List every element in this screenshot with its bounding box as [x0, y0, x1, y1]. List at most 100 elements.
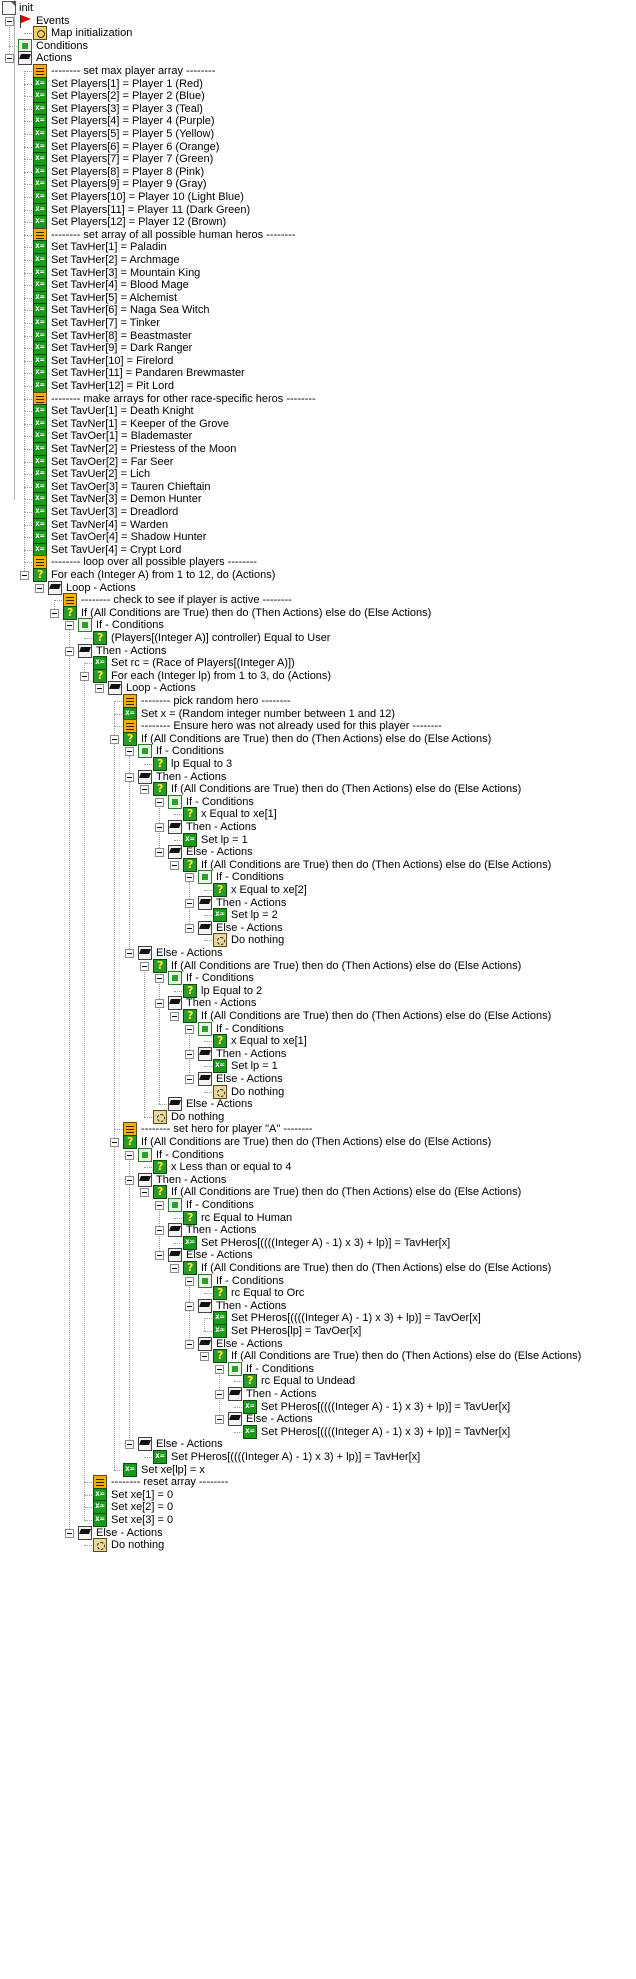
- tree-node-label[interactable]: Set PHeros[((((Integer A) - 1) x 3) + lp…: [231, 1312, 481, 1324]
- tree-node-label[interactable]: Else - Actions: [246, 1413, 313, 1425]
- collapse-toggle-icon[interactable]: [125, 949, 134, 958]
- collapse-toggle-icon[interactable]: [185, 873, 194, 882]
- tree-node-label[interactable]: If (All Conditions are True) then do (Th…: [171, 960, 522, 972]
- collapse-toggle-icon[interactable]: [140, 962, 149, 971]
- tree-node-label[interactable]: Set TavHer[9] = Dark Ranger: [51, 342, 193, 354]
- tree-node-label[interactable]: rc Equal to Undead: [261, 1375, 356, 1387]
- tree-node-label[interactable]: Conditions: [36, 40, 88, 52]
- tree-node-label[interactable]: Set rc = (Race of Players[(Integer A)]): [111, 657, 295, 669]
- tree-node-label[interactable]: rc Equal to Orc: [231, 1287, 305, 1299]
- tree-node-label[interactable]: lp Equal to 3: [171, 758, 233, 770]
- tree-node-label[interactable]: Set TavNer[4] = Warden: [51, 519, 169, 531]
- tree-node-label[interactable]: Else - Actions: [216, 922, 283, 934]
- collapse-toggle-icon[interactable]: [125, 773, 134, 782]
- tree-node-label[interactable]: Set TavHer[11] = Pandaren Brewmaster: [51, 367, 245, 379]
- tree-node-label[interactable]: Then - Actions: [156, 1174, 227, 1186]
- tree-node-label[interactable]: -------- loop over all possible players …: [51, 556, 257, 568]
- tree-node-label[interactable]: Else - Actions: [186, 846, 253, 858]
- tree-node-label[interactable]: Set TavOer[3] = Tauren Chieftain: [51, 481, 211, 493]
- tree-node-label[interactable]: Else - Actions: [156, 947, 223, 959]
- tree-node-label[interactable]: Set Players[1] = Player 1 (Red): [51, 78, 203, 90]
- tree-node-label[interactable]: If - Conditions: [156, 1149, 224, 1161]
- tree-node-label[interactable]: -------- make arrays for other race-spec…: [51, 393, 316, 405]
- tree-node-label[interactable]: If - Conditions: [186, 796, 254, 808]
- tree-node-label[interactable]: Set TavHer[7] = Tinker: [51, 317, 160, 329]
- tree-node-label[interactable]: If - Conditions: [246, 1363, 314, 1375]
- tree-node-label[interactable]: Loop - Actions: [126, 682, 196, 694]
- tree-node-label[interactable]: Set TavHer[4] = Blood Mage: [51, 279, 189, 291]
- collapse-toggle-icon[interactable]: [50, 609, 59, 618]
- tree-node-label[interactable]: Set lp = 1: [201, 834, 248, 846]
- tree-node-label[interactable]: Then - Actions: [216, 1300, 287, 1312]
- tree-node-label[interactable]: Set Players[10] = Player 10 (Light Blue): [51, 191, 244, 203]
- collapse-toggle-icon[interactable]: [65, 621, 74, 630]
- tree-node-label[interactable]: Else - Actions: [216, 1338, 283, 1350]
- collapse-toggle-icon[interactable]: [185, 899, 194, 908]
- collapse-toggle-icon[interactable]: [155, 974, 164, 983]
- collapse-toggle-icon[interactable]: [125, 1440, 134, 1449]
- tree-node-label[interactable]: If - Conditions: [186, 1199, 254, 1211]
- tree-node-label[interactable]: Set TavHer[10] = Firelord: [51, 355, 174, 367]
- tree-node-label[interactable]: If - Conditions: [216, 1275, 284, 1287]
- tree-node-label[interactable]: Set TavNer[2] = Priestess of the Moon: [51, 443, 237, 455]
- collapse-toggle-icon[interactable]: [110, 735, 119, 744]
- tree-node-label[interactable]: Set Players[3] = Player 3 (Teal): [51, 103, 203, 115]
- collapse-toggle-icon[interactable]: [215, 1415, 224, 1424]
- tree-node-label[interactable]: Set xe[3] = 0: [111, 1514, 174, 1526]
- collapse-toggle-icon[interactable]: [35, 584, 44, 593]
- tree-node-label[interactable]: Set Players[8] = Player 8 (Pink): [51, 166, 205, 178]
- tree-node-label[interactable]: Set TavHer[8] = Beastmaster: [51, 330, 192, 342]
- collapse-toggle-icon[interactable]: [140, 785, 149, 794]
- tree-node-label[interactable]: If - Conditions: [216, 871, 284, 883]
- collapse-toggle-icon[interactable]: [185, 1025, 194, 1034]
- collapse-toggle-icon[interactable]: [185, 1340, 194, 1349]
- tree-node-label[interactable]: Set Players[5] = Player 5 (Yellow): [51, 128, 215, 140]
- trigger-name[interactable]: init: [19, 2, 34, 14]
- tree-node-label[interactable]: Then - Actions: [246, 1388, 317, 1400]
- tree-node-label[interactable]: Then - Actions: [186, 1224, 257, 1236]
- collapse-toggle-icon[interactable]: [5, 17, 14, 26]
- collapse-toggle-icon[interactable]: [200, 1352, 209, 1361]
- tree-node-label[interactable]: Set xe[lp] = x: [141, 1464, 205, 1476]
- tree-node-label[interactable]: Set TavUer[4] = Crypt Lord: [51, 544, 182, 556]
- tree-node-label[interactable]: Set PHeros[((((Integer A) - 1) x 3) + lp…: [261, 1401, 511, 1413]
- tree-node-label[interactable]: Set x = (Random integer number between 1…: [141, 708, 396, 720]
- collapse-toggle-icon[interactable]: [20, 571, 29, 580]
- collapse-toggle-icon[interactable]: [155, 823, 164, 832]
- tree-node-label[interactable]: Set TavHer[3] = Mountain King: [51, 267, 201, 279]
- tree-node-label[interactable]: Set TavHer[2] = Archmage: [51, 254, 180, 266]
- tree-node-label[interactable]: Do nothing: [231, 1086, 285, 1098]
- tree-node-label[interactable]: Set TavOer[4] = Shadow Hunter: [51, 531, 207, 543]
- tree-node-label[interactable]: If (All Conditions are True) then do (Th…: [141, 1136, 492, 1148]
- collapse-toggle-icon[interactable]: [125, 1176, 134, 1185]
- tree-node-label[interactable]: Set TavOer[1] = Blademaster: [51, 430, 193, 442]
- tree-node-label[interactable]: If - Conditions: [216, 1023, 284, 1035]
- collapse-toggle-icon[interactable]: [125, 1151, 134, 1160]
- tree-node-label[interactable]: Set TavUer[1] = Death Knight: [51, 405, 194, 417]
- tree-node-label[interactable]: -------- pick random hero --------: [141, 695, 291, 707]
- tree-node-label[interactable]: Do nothing: [231, 934, 285, 946]
- tree-node-label[interactable]: x Equal to xe[1]: [231, 1035, 307, 1047]
- tree-node-label[interactable]: For each (Integer lp) from 1 to 3, do (A…: [111, 670, 332, 682]
- tree-node-label[interactable]: Set Players[7] = Player 7 (Green): [51, 153, 214, 165]
- collapse-toggle-icon[interactable]: [185, 924, 194, 933]
- tree-node-label[interactable]: rc Equal to Human: [201, 1212, 293, 1224]
- collapse-toggle-icon[interactable]: [155, 999, 164, 1008]
- collapse-toggle-icon[interactable]: [125, 747, 134, 756]
- collapse-toggle-icon[interactable]: [140, 1188, 149, 1197]
- tree-node-label[interactable]: Else - Actions: [216, 1073, 283, 1085]
- collapse-toggle-icon[interactable]: [170, 1012, 179, 1021]
- tree-node-label[interactable]: Set TavHer[5] = Alchemist: [51, 292, 178, 304]
- tree-node-label[interactable]: Set Players[11] = Player 11 (Dark Green): [51, 204, 251, 216]
- tree-node-label[interactable]: Set TavNer[3] = Demon Hunter: [51, 493, 202, 505]
- tree-node-label[interactable]: If - Conditions: [156, 745, 224, 757]
- tree-node-label[interactable]: Set TavHer[12] = Pit Lord: [51, 380, 175, 392]
- tree-node-label[interactable]: Else - Actions: [156, 1438, 223, 1450]
- tree-node-label[interactable]: Set TavNer[1] = Keeper of the Grove: [51, 418, 230, 430]
- tree-node-label[interactable]: -------- check to see if player is activ…: [81, 594, 292, 606]
- tree-node-label[interactable]: If (All Conditions are True) then do (Th…: [201, 1262, 552, 1274]
- collapse-toggle-icon[interactable]: [185, 1075, 194, 1084]
- tree-node-label[interactable]: Set lp = 1: [231, 1060, 278, 1072]
- collapse-toggle-icon[interactable]: [155, 1201, 164, 1210]
